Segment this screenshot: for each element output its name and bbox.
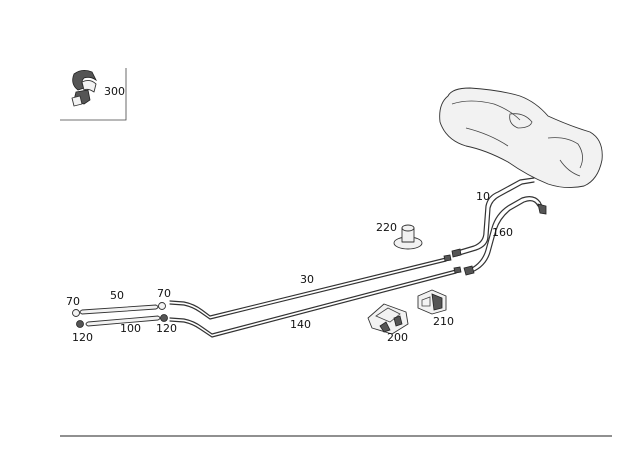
callout-10: 10 (476, 190, 490, 203)
clamp-120-mid: 120 (156, 314, 177, 335)
callout-50: 50 (110, 289, 124, 302)
callout-100: 100 (120, 322, 141, 335)
holder-210: 210 (417, 289, 454, 328)
clamp-120-left: 120 (72, 320, 93, 344)
fuel-line-30: 30 (169, 254, 452, 320)
clamp-70-left: 70 (66, 295, 80, 317)
callout-300: 300 (104, 85, 125, 98)
callout-70-left: 70 (66, 295, 80, 308)
grommet-220: 220 (376, 221, 423, 250)
callout-220: 220 (376, 221, 397, 234)
hose-100: 100 (85, 315, 161, 335)
callout-30: 30 (300, 273, 314, 286)
fuel-line-10: 10 (451, 177, 535, 258)
clip-300-icon (71, 70, 98, 107)
callout-160: 160 (492, 226, 513, 239)
clamp-70-mid: 70 (157, 287, 171, 310)
fuel-line-140: 140 (169, 266, 462, 338)
clip-inset: 300 (60, 68, 127, 121)
holder-200: 200 (367, 303, 409, 344)
hose-50: 50 (79, 289, 159, 315)
fuel-line-160: 160 (463, 196, 547, 276)
callout-120-mid: 120 (156, 322, 177, 335)
callout-200: 200 (387, 331, 408, 344)
callout-140: 140 (290, 318, 311, 331)
callout-120-left: 120 (72, 331, 93, 344)
fuel-tank (439, 87, 603, 189)
callout-70-mid: 70 (157, 287, 171, 300)
callout-210: 210 (433, 315, 454, 328)
